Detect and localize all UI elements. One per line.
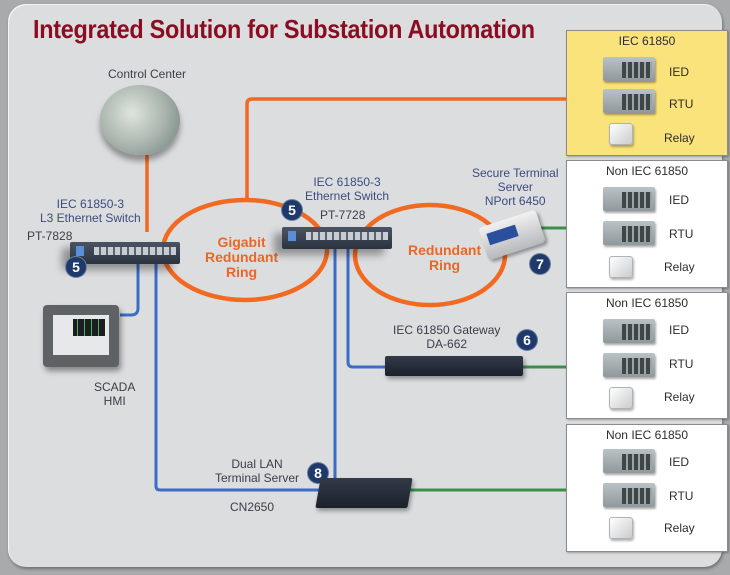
gigabit-ring-line1: Gigabit: [217, 234, 266, 250]
l3-switch-line1: IEC 61850-3: [56, 197, 125, 211]
terminal-server-type-label: Secure Terminal Server NPort 6450: [472, 166, 558, 208]
device-label-rtu: RTU: [669, 227, 694, 241]
relay-icon: [609, 256, 633, 278]
link-iec61850-panel: [245, 97, 575, 200]
ied-icon: [603, 57, 655, 81]
device-label-ied: IED: [669, 455, 690, 469]
rtu-icon: [603, 221, 655, 245]
device-label-rtu: RTU: [669, 357, 694, 371]
control-center-label: Control Center: [108, 67, 187, 81]
device-label-relay: Relay: [664, 260, 695, 274]
dual-lan-type-label: Dual LAN Terminal Server: [215, 457, 299, 485]
rtu-icon: [603, 353, 655, 377]
device-label-rtu: RTU: [669, 97, 694, 111]
device-label-relay: Relay: [664, 131, 695, 145]
eth-switch-type-label: IEC 61850-3 Ethernet Switch: [305, 175, 389, 203]
eth-switch-line2: Ethernet Switch: [305, 189, 390, 203]
panel-title: Non IEC 61850: [605, 428, 689, 442]
da662-gateway-device: [385, 356, 523, 376]
gigabit-ring-line3: Ring: [226, 264, 258, 280]
device-label-relay: Relay: [664, 390, 695, 404]
panel-title: Non IEC 61850: [605, 164, 689, 178]
diagram-title: Integrated Solution for Substation Autom…: [33, 14, 535, 44]
gigabit-ring-line2: Redundant: [205, 249, 279, 265]
dual-lan-model: CN2650: [230, 500, 275, 514]
gigabit-ring-label: Gigabit Redundant Ring: [205, 235, 278, 280]
l3-ethernet-switch: [70, 242, 180, 264]
link-scada-hmi: [120, 262, 140, 317]
device-label-ied: IED: [669, 193, 690, 207]
panel-title: Non IEC 61850: [605, 296, 689, 310]
relay-icon: [609, 387, 633, 409]
l3-switch-line2: L3 Ethernet Switch: [40, 211, 141, 225]
panel-non-iec61850-3: Non IEC 61850 IED RTU Relay: [566, 424, 728, 552]
gateway-type-label: IEC 61850 Gateway DA-662: [393, 323, 500, 351]
ethernet-switch: [282, 227, 392, 249]
panel-non-iec61850-2: Non IEC 61850 IED RTU Relay: [566, 292, 728, 419]
gateway-line1: IEC 61850 Gateway: [393, 323, 501, 337]
scada-hmi-label: SCADA HMI: [94, 380, 135, 408]
badge-gateway: 6: [517, 330, 537, 350]
dual-lan-line2: Terminal Server: [215, 471, 300, 485]
relay-icon: [609, 123, 633, 145]
ied-icon: [603, 449, 655, 473]
rtu-icon: [603, 89, 655, 113]
terminal-server-line1: Secure Terminal: [472, 166, 559, 180]
l3-switch-type-label: IEC 61850-3 L3 Ethernet Switch: [40, 197, 141, 225]
rtu-icon: [603, 483, 655, 507]
relay-icon: [609, 517, 633, 539]
panel-iec61850: IEC 61850 IED RTU Relay: [566, 30, 728, 156]
device-label-relay: Relay: [664, 521, 695, 535]
panel-non-iec61850-1: Non IEC 61850 IED RTU Relay: [566, 160, 728, 288]
l3-switch-model: PT-7828: [27, 229, 73, 243]
scada-line1: SCADA: [94, 380, 136, 394]
redundant-ring-line2: Ring: [429, 257, 461, 273]
cn2650-terminal-server: [315, 478, 413, 508]
link-l3-to-dual-lan: [154, 262, 330, 492]
badge-l3-switch: 5: [66, 257, 86, 277]
link-switch-to-gateway: [346, 245, 390, 369]
dual-lan-line1: Dual LAN: [231, 457, 283, 471]
gateway-model: DA-662: [426, 337, 468, 351]
eth-switch-model: PT-7728: [320, 208, 366, 222]
badge-terminal-server: 7: [530, 254, 550, 274]
panel-title: IEC 61850: [618, 34, 676, 48]
ied-icon: [603, 187, 655, 211]
terminal-server-model: NPort 6450: [484, 194, 546, 208]
scada-hmi-panel: [43, 305, 119, 367]
redundant-ring-label: Redundant Ring: [408, 243, 481, 273]
ied-icon: [603, 319, 655, 343]
device-label-ied: IED: [669, 323, 690, 337]
eth-switch-line1: IEC 61850-3: [313, 175, 381, 189]
control-center-photo: [100, 85, 180, 155]
device-label-ied: IED: [669, 65, 690, 79]
redundant-ring-line1: Redundant: [408, 242, 482, 258]
terminal-server-line2: Server: [497, 180, 533, 194]
badge-eth-switch: 5: [282, 200, 302, 220]
scada-line2: HMI: [103, 394, 126, 408]
device-label-rtu: RTU: [669, 489, 694, 503]
